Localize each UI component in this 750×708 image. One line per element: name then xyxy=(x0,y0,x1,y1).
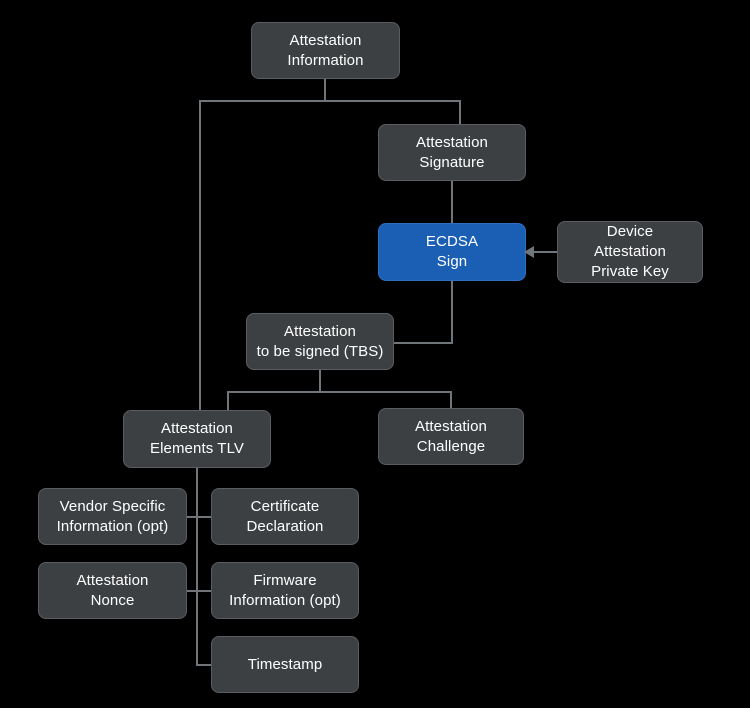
node-label: Attestation to be signed (TBS) xyxy=(256,322,384,360)
node-label: Attestation Information xyxy=(287,31,364,69)
node-certificate-declaration[interactable]: Certificate Declaration xyxy=(211,488,359,545)
edge-tlv-row2 xyxy=(186,590,212,592)
edge-tbs-bus xyxy=(227,391,452,393)
edge-info-bus xyxy=(199,100,461,102)
edge-ecdsa-down xyxy=(451,281,453,344)
edge-tbs-to-tlv xyxy=(227,391,229,411)
arrow-head-icon xyxy=(524,246,534,258)
edge-info-stem xyxy=(324,79,326,101)
edge-tlv-row1 xyxy=(186,516,212,518)
node-label: Firmware Information (opt) xyxy=(229,571,341,609)
node-label: Attestation Nonce xyxy=(76,571,149,609)
node-device-attestation-private-key[interactable]: Device Attestation Private Key xyxy=(557,221,703,283)
edge-tlv-trunk xyxy=(196,467,198,666)
node-label: Device Attestation Private Key xyxy=(591,223,669,280)
node-vendor-specific-information[interactable]: Vendor Specific Information (opt) xyxy=(38,488,187,545)
edge-ecdsa-to-tbs xyxy=(394,342,453,344)
edge-info-to-tlv xyxy=(199,100,201,411)
edge-signature-to-ecdsa xyxy=(451,181,453,224)
node-ecdsa-sign[interactable]: ECDSA Sign xyxy=(378,223,526,281)
node-label: Attestation Elements TLV xyxy=(149,420,245,457)
node-attestation-tbs[interactable]: Attestation to be signed (TBS) xyxy=(246,313,394,370)
node-label: Certificate Declaration xyxy=(246,497,324,535)
edge-key-to-ecdsa xyxy=(531,251,558,253)
node-label: Attestation Signature xyxy=(416,133,488,171)
node-attestation-information[interactable]: Attestation Information xyxy=(251,22,400,79)
node-attestation-nonce[interactable]: Attestation Nonce xyxy=(38,562,187,619)
edge-tbs-to-challenge xyxy=(450,391,452,409)
node-label: ECDSA Sign xyxy=(425,233,479,270)
node-firmware-information[interactable]: Firmware Information (opt) xyxy=(211,562,359,619)
node-timestamp[interactable]: Timestamp xyxy=(211,636,359,693)
node-attestation-elements-tlv[interactable]: Attestation Elements TLV xyxy=(123,410,271,468)
node-label: Vendor Specific Information (opt) xyxy=(56,497,169,535)
node-attestation-signature[interactable]: Attestation Signature xyxy=(378,124,526,181)
edge-info-to-signature xyxy=(459,100,461,124)
node-attestation-challenge[interactable]: Attestation Challenge xyxy=(378,408,524,465)
edge-tlv-row3 xyxy=(196,664,212,666)
edge-tbs-stem xyxy=(319,369,321,393)
node-label: Attestation Challenge xyxy=(415,417,487,455)
node-label: Timestamp xyxy=(247,655,323,673)
